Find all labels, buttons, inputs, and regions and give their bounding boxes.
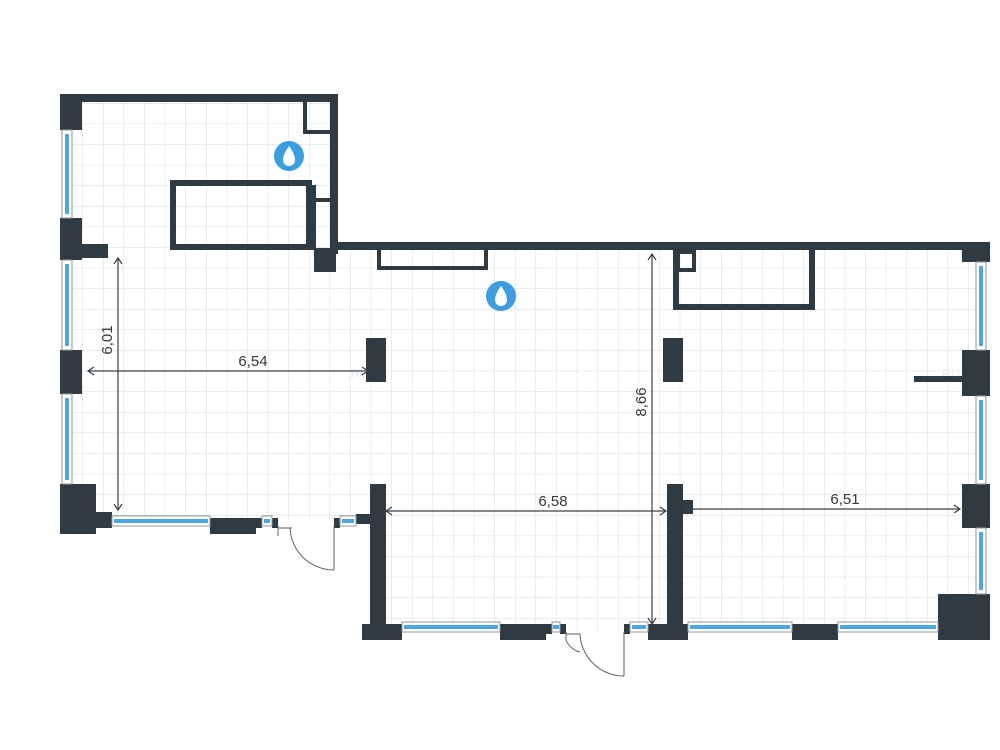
- floor-tiling: [70, 100, 984, 632]
- entrance-door-center[interactable]: [565, 632, 625, 677]
- dimension-lines: [86, 252, 962, 626]
- dim-right-width: 6,51: [830, 491, 859, 508]
- dim-center-width: 6,58: [538, 493, 567, 510]
- dim-left-height: 6,01: [99, 325, 116, 354]
- dim-left-width: 6,54: [238, 353, 267, 370]
- watermark-left: .RU: [347, 366, 369, 381]
- water-drop-icon: [486, 281, 516, 311]
- water-drop-icon: [274, 141, 304, 171]
- dim-center-height: 8,66: [633, 387, 650, 416]
- windows: [61, 129, 987, 633]
- entrance-door-left[interactable]: [277, 526, 335, 571]
- walls: [60, 94, 990, 640]
